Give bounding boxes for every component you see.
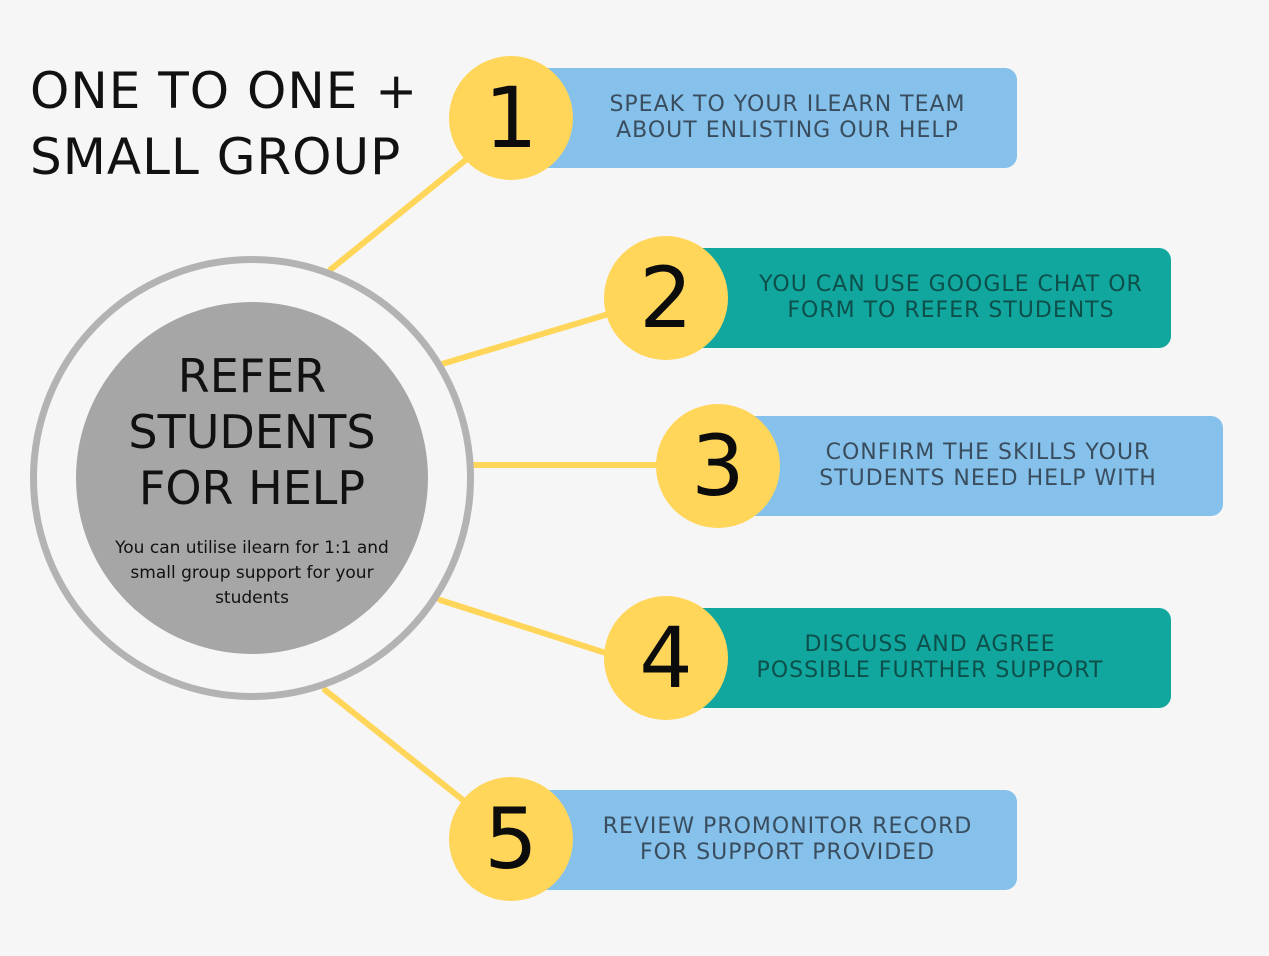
hub-description: You can utilise ilearn for 1:1 and small… (115, 538, 389, 608)
page-title: ONE TO ONE + SMALL GROUP (30, 58, 418, 190)
step-text-4-line-1: DISCUSS AND AGREE (804, 632, 1056, 657)
step-text-3-line-2: STUDENTS NEED HELP WITH (819, 466, 1157, 491)
step-badge-1: 1 (449, 56, 573, 180)
connector-line-4 (437, 597, 615, 658)
hub-circle: REFER STUDENTS FOR HELP You can utilise … (76, 302, 428, 654)
step-text-4: DISCUSS AND AGREE POSSIBLE FURTHER SUPPO… (757, 632, 1104, 684)
connector-line-2 (439, 310, 615, 367)
step-text-5-line-2: FOR SUPPORT PROVIDED (639, 840, 936, 865)
page-title-line-2: SMALL GROUP (30, 128, 402, 186)
step-text-2: YOU CAN USE GOOGLE CHAT OR FORM TO REFER… (759, 272, 1143, 324)
step-badge-4: 4 (604, 596, 728, 720)
step-badge-3: 3 (656, 404, 780, 528)
step-text-1: SPEAK TO YOUR ILEARN TEAM ABOUT ENLISTIN… (609, 92, 965, 144)
step-box-4: DISCUSS AND AGREE POSSIBLE FURTHER SUPPO… (665, 608, 1171, 708)
step-text-2-line-1: YOU CAN USE GOOGLE CHAT OR (759, 272, 1143, 297)
step-badge-2: 2 (604, 236, 728, 360)
step-text-3-line-1: CONFIRM THE SKILLS YOUR (825, 440, 1151, 465)
step-text-3: CONFIRM THE SKILLS YOUR STUDENTS NEED HE… (819, 440, 1157, 492)
connector-line-5 (322, 687, 481, 815)
step-box-2: YOU CAN USE GOOGLE CHAT OR FORM TO REFER… (665, 248, 1171, 348)
step-badge-5: 5 (449, 777, 573, 901)
step-text-5-line-1: REVIEW PROMONITOR RECORD (602, 814, 973, 839)
step-text-1-line-2: ABOUT ENLISTING OUR HELP (616, 118, 959, 143)
step-box-1: SPEAK TO YOUR ILEARN TEAM ABOUT ENLISTIN… (510, 68, 1017, 168)
step-text-4-line-2: POSSIBLE FURTHER SUPPORT (756, 658, 1104, 683)
step-box-5: REVIEW PROMONITOR RECORD FOR SUPPORT PRO… (510, 790, 1017, 890)
hub-title-line-3: FOR HELP (138, 461, 366, 515)
connector-line-1 (327, 147, 481, 273)
page-title-line-1: ONE TO ONE + (30, 62, 419, 120)
hub-title-line-2: STUDENTS (128, 405, 376, 459)
step-text-5: REVIEW PROMONITOR RECORD FOR SUPPORT PRO… (603, 814, 973, 866)
step-text-2-line-2: FORM TO REFER STUDENTS (787, 298, 1115, 323)
hub-title: REFER STUDENTS FOR HELP (76, 348, 428, 516)
step-box-3: CONFIRM THE SKILLS YOUR STUDENTS NEED HE… (717, 416, 1223, 516)
hub-title-line-1: REFER (177, 349, 327, 403)
step-text-1-line-1: SPEAK TO YOUR ILEARN TEAM (609, 92, 966, 117)
